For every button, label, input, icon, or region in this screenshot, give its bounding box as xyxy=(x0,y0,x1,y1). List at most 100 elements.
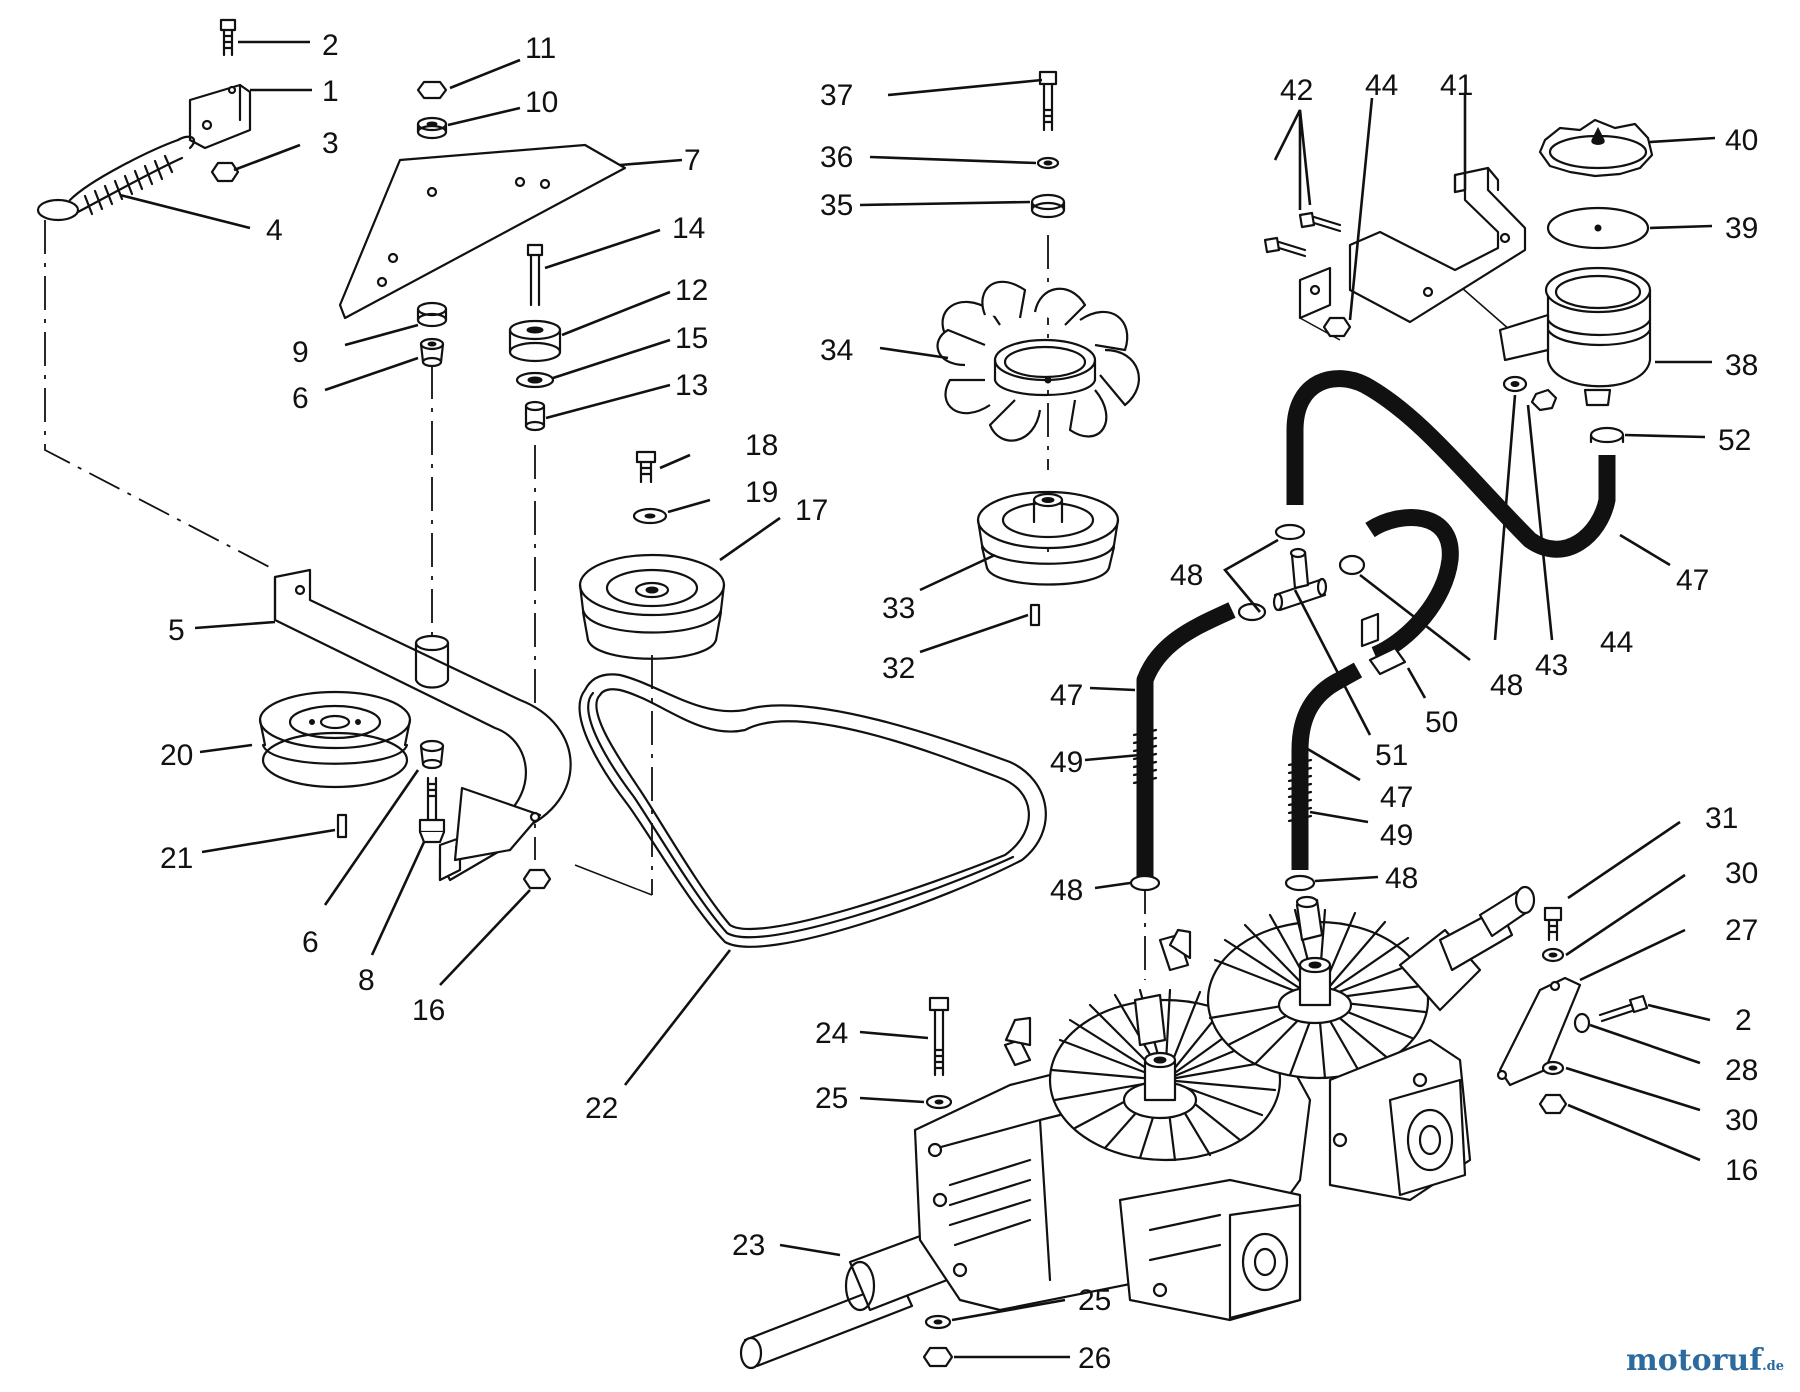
hose-47-left xyxy=(1136,602,1236,885)
callout-10: 10 xyxy=(525,86,558,119)
callout-16: 16 xyxy=(412,994,445,1027)
bolt-2 xyxy=(219,18,237,57)
pulley-20 xyxy=(258,690,412,789)
callout-7: 7 xyxy=(684,144,701,177)
callout-14: 14 xyxy=(672,212,705,245)
callout-22: 22 xyxy=(585,1092,618,1125)
key-32 xyxy=(1029,603,1041,627)
nut-3 xyxy=(210,161,240,183)
callout-2: 2 xyxy=(322,29,339,62)
callout-44b: 44 xyxy=(1600,626,1633,659)
spacer-9 xyxy=(416,301,448,328)
washers-30 xyxy=(1541,947,1565,1076)
callout-49b: 49 xyxy=(1380,819,1413,852)
callout-48b: 48 xyxy=(1490,669,1523,702)
hose-bracket-50 xyxy=(1360,612,1407,676)
bolt-31 xyxy=(1543,906,1563,942)
clamp-52 xyxy=(1589,426,1625,444)
callout-47: 47 xyxy=(1676,564,1709,597)
callout-47b: 47 xyxy=(1050,679,1083,712)
callout-21: 21 xyxy=(160,842,193,875)
idler-arm xyxy=(273,568,572,882)
callout-44: 44 xyxy=(1365,69,1398,102)
spring-bracket xyxy=(188,83,252,150)
callout-5: 5 xyxy=(168,614,185,647)
nut-16-left xyxy=(522,868,552,890)
callout-33: 33 xyxy=(882,592,915,625)
tee-fitting-51 xyxy=(1272,547,1328,612)
callout-38: 38 xyxy=(1725,349,1758,382)
callout-48: 48 xyxy=(1170,559,1203,592)
bolt-37 xyxy=(1038,70,1058,132)
callout-49: 49 xyxy=(1050,746,1083,779)
callout-9: 9 xyxy=(292,336,309,369)
bolt-24 xyxy=(928,996,950,1077)
callout-6: 6 xyxy=(292,382,309,415)
bolts-42 xyxy=(1263,211,1342,258)
reservoir-cap-40 xyxy=(1538,118,1654,178)
transaxle-23 xyxy=(739,885,1536,1370)
callout-40: 40 xyxy=(1725,124,1758,157)
callout-28: 28 xyxy=(1725,1054,1758,1087)
callout-18: 18 xyxy=(745,429,778,462)
callout-30b: 30 xyxy=(1725,1104,1758,1137)
bushing-6-lower xyxy=(419,739,445,770)
spacer-35 xyxy=(1030,193,1066,219)
callout-32: 32 xyxy=(882,652,915,685)
leader-lines xyxy=(119,40,1716,1359)
watermark-brand: motoruf xyxy=(1625,1343,1763,1378)
callout-12: 12 xyxy=(675,274,708,307)
callout-52: 52 xyxy=(1718,424,1751,457)
callout-30: 30 xyxy=(1725,857,1758,890)
callout-2b: 2 xyxy=(1735,1004,1752,1037)
callout-47c: 47 xyxy=(1380,781,1413,814)
filter-disc-39 xyxy=(1546,206,1650,250)
callout-48d: 48 xyxy=(1385,862,1418,895)
callout-39: 39 xyxy=(1725,212,1758,245)
nut-44-top xyxy=(1322,316,1352,338)
washer-25-top xyxy=(925,1094,953,1110)
callout-34: 34 xyxy=(820,334,853,367)
callout-4: 4 xyxy=(266,214,283,247)
callout-23: 23 xyxy=(732,1229,765,1262)
callout-27: 27 xyxy=(1725,914,1758,947)
nut-16-right xyxy=(1538,1093,1568,1115)
watermark-logo: motoruf.de xyxy=(1626,1343,1784,1378)
spacer-13 xyxy=(524,400,546,432)
callout-24: 24 xyxy=(815,1017,848,1050)
reservoir-38 xyxy=(1498,266,1652,407)
washer-28 xyxy=(1573,1012,1591,1034)
shoulder-bolt-8 xyxy=(418,776,446,844)
callout-25b: 25 xyxy=(1078,1284,1111,1317)
washer-25-bottom xyxy=(924,1314,952,1330)
key-21 xyxy=(336,813,348,839)
spring-guard-49-left xyxy=(1132,728,1158,785)
callout-37: 37 xyxy=(820,79,853,112)
callout-6b: 6 xyxy=(302,926,319,959)
idler-plate xyxy=(338,143,627,320)
callout-1: 1 xyxy=(322,75,339,108)
nut-26 xyxy=(922,1346,954,1368)
callout-50: 50 xyxy=(1425,706,1458,739)
washer-36 xyxy=(1036,156,1060,170)
extension-spring xyxy=(36,135,196,222)
callout-labels: 1 2 3 4 11 10 7 14 12 15 13 9 6 18 19 17… xyxy=(160,29,1758,1375)
drive-belt xyxy=(578,673,1047,948)
callout-11: 11 xyxy=(525,32,556,65)
washer-10 xyxy=(416,116,448,140)
callout-17: 17 xyxy=(795,494,828,527)
bracket-27 xyxy=(1496,976,1582,1087)
nut-11 xyxy=(416,80,448,100)
hose-47-right xyxy=(1291,662,1363,870)
spring-guard-49-right xyxy=(1287,758,1313,823)
callout-48c: 48 xyxy=(1050,874,1083,907)
nut-44-lower xyxy=(1530,388,1558,412)
hose-47-top xyxy=(1286,370,1616,558)
clamps-48 xyxy=(1129,523,1366,892)
callout-19: 19 xyxy=(745,476,778,509)
fan-pulley-33 xyxy=(976,490,1120,586)
bolt-2-right xyxy=(1598,994,1649,1023)
bushing-6-upper xyxy=(419,337,445,368)
hose-47-middle xyxy=(1365,509,1459,663)
